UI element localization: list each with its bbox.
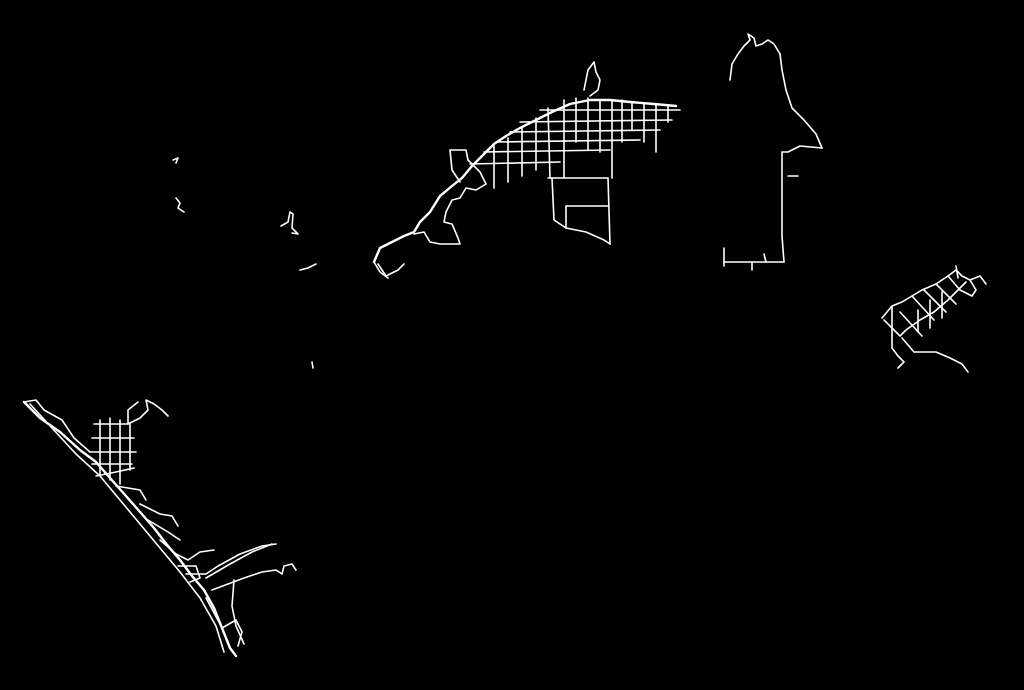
track-cluster-central-grid xyxy=(372,61,681,279)
track-cluster-southwest-coastal-grid xyxy=(22,399,297,658)
track-cluster-northwest-fragments xyxy=(172,157,317,369)
track-cluster-northeast-corridor xyxy=(723,33,823,271)
track-cluster-east-grid xyxy=(881,265,987,373)
